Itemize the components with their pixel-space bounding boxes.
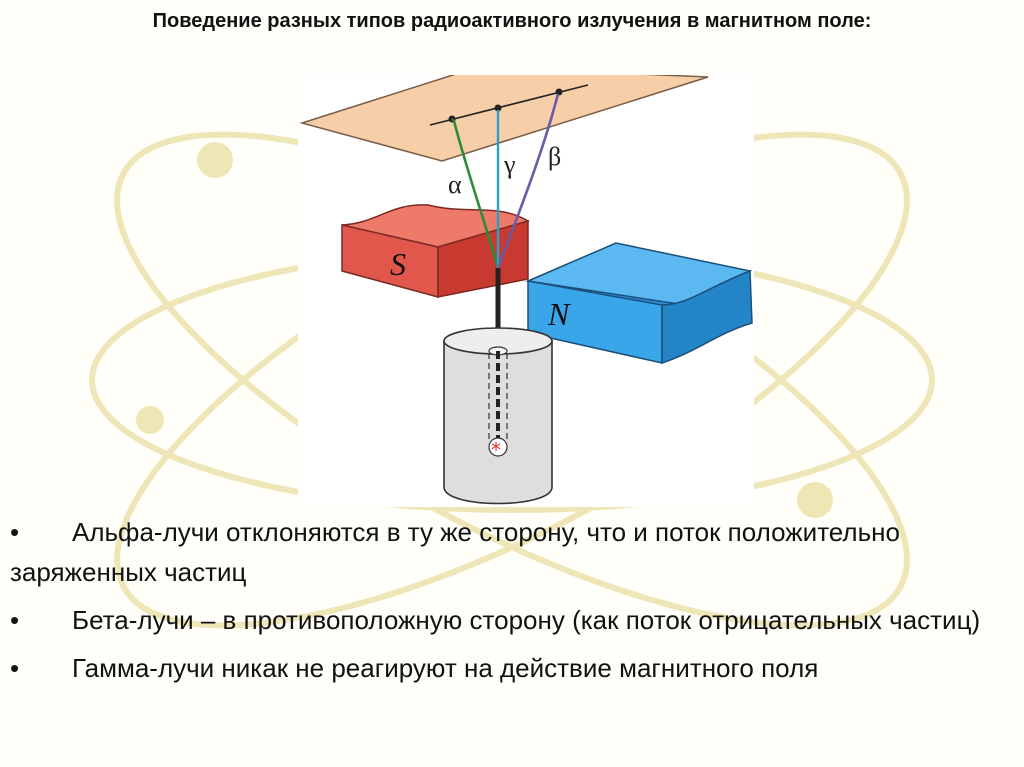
bullet-beta-text: Бета-лучи – в противоположную сторону (к…: [72, 605, 981, 635]
beta-hit-dot: [555, 88, 563, 96]
alpha-ray-dash: [451, 118, 455, 122]
north-magnet: N: [525, 242, 753, 365]
diagram-panel: S α γ β N: [298, 75, 754, 507]
beta-label: β: [548, 142, 561, 171]
bullet-marker: •: [10, 517, 20, 547]
bullet-marker: •: [10, 605, 20, 635]
alpha-label: α: [448, 170, 462, 199]
bullet-beta: • Бета-лучи – в противоположную сторону (…: [10, 600, 1014, 640]
north-pole-label: N: [547, 296, 571, 332]
gamma-label: γ: [503, 150, 516, 179]
radioactive-source-icon: *: [491, 438, 501, 462]
detector-screen: [299, 75, 709, 162]
magnetic-deflection-diagram: S α γ β N: [299, 75, 753, 505]
alpha-ray: [452, 120, 500, 269]
bullet-alpha: •Альфа-лучи отклоняются в ту же сторону,…: [10, 512, 1014, 592]
bullet-gamma-text: Гамма-лучи никак не реагируют на действи…: [72, 653, 819, 683]
lead-container: *: [443, 327, 553, 505]
bullet-marker: •: [10, 653, 20, 683]
bullet-alpha-text: Альфа-лучи отклоняются в ту же сторону, …: [10, 517, 900, 587]
beta-ray: [496, 93, 560, 269]
bullet-gamma: • Гамма-лучи никак не реагируют на действ…: [10, 648, 1014, 688]
bullet-list: •Альфа-лучи отклоняются в ту же сторону,…: [10, 512, 1014, 688]
gamma-hit-dot: [494, 104, 502, 112]
slide-title: Поведение разных типов радиоактивного из…: [152, 10, 872, 32]
south-pole-label: S: [390, 246, 406, 282]
